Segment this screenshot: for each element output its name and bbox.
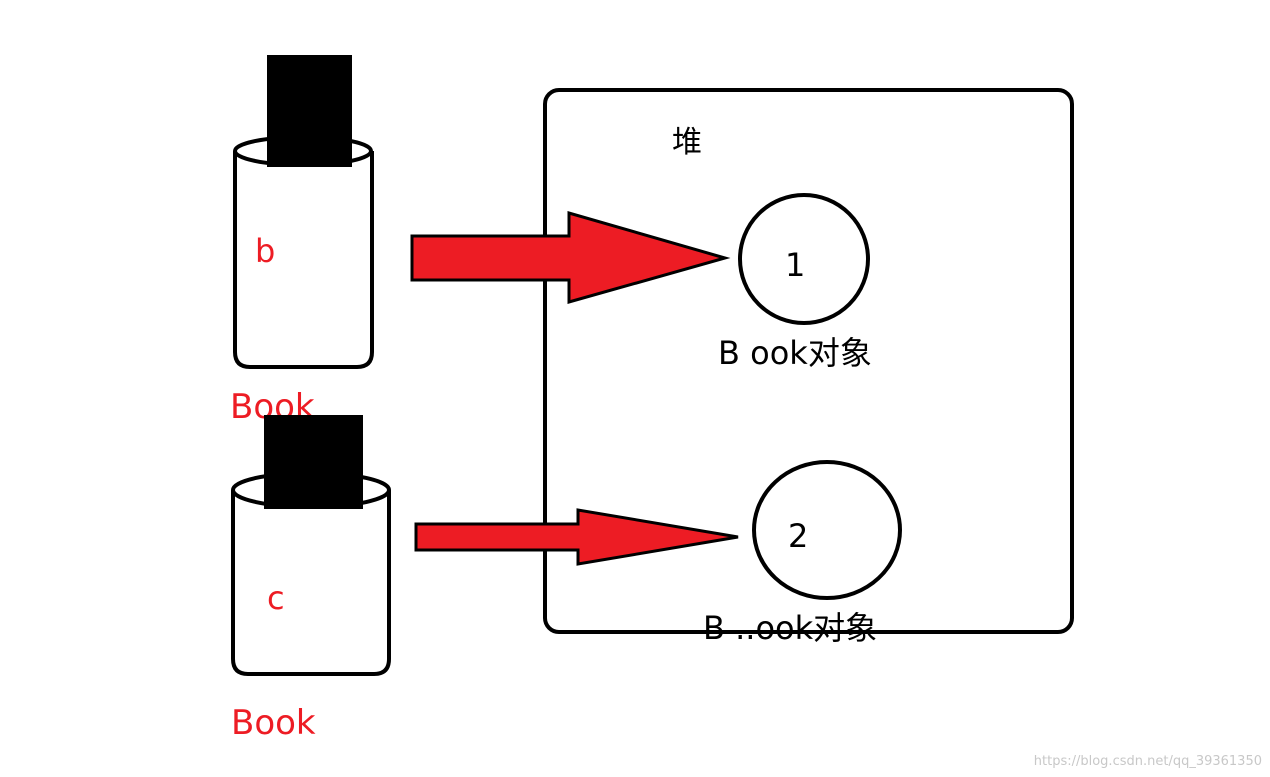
- variable-c-block: [264, 415, 363, 509]
- variable-b-container: b Book: [230, 55, 374, 427]
- variable-c-cup-outline: [231, 490, 391, 676]
- variable-b-name: b: [255, 232, 275, 270]
- variable-b-cup-outline: [233, 151, 374, 369]
- heap-box: [543, 88, 1074, 634]
- object-2-number: 2: [788, 517, 808, 555]
- object-1-circle: [738, 193, 870, 325]
- heap-label: 堆: [672, 125, 702, 160]
- watermark-text: https://blog.csdn.net/qq_39361350: [1034, 754, 1262, 769]
- object-1-label: B ook对象: [718, 334, 872, 372]
- reference-arrow-c: [414, 508, 739, 566]
- variable-b-block: [267, 55, 352, 167]
- heap-region: 堆: [543, 88, 1074, 634]
- variable-c-type-label: Book: [231, 703, 316, 743]
- object-1-number: 1: [785, 246, 805, 284]
- book-object-1: 1 B ook对象: [718, 193, 872, 372]
- variable-c-container: c Book: [231, 415, 391, 743]
- object-2-circle: [752, 460, 902, 600]
- object-2-label: B ..ook对象: [703, 609, 877, 647]
- variable-c-name: c: [267, 579, 285, 617]
- book-object-2: 2 B ..ook对象: [703, 460, 902, 647]
- reference-arrow-b: [410, 211, 731, 304]
